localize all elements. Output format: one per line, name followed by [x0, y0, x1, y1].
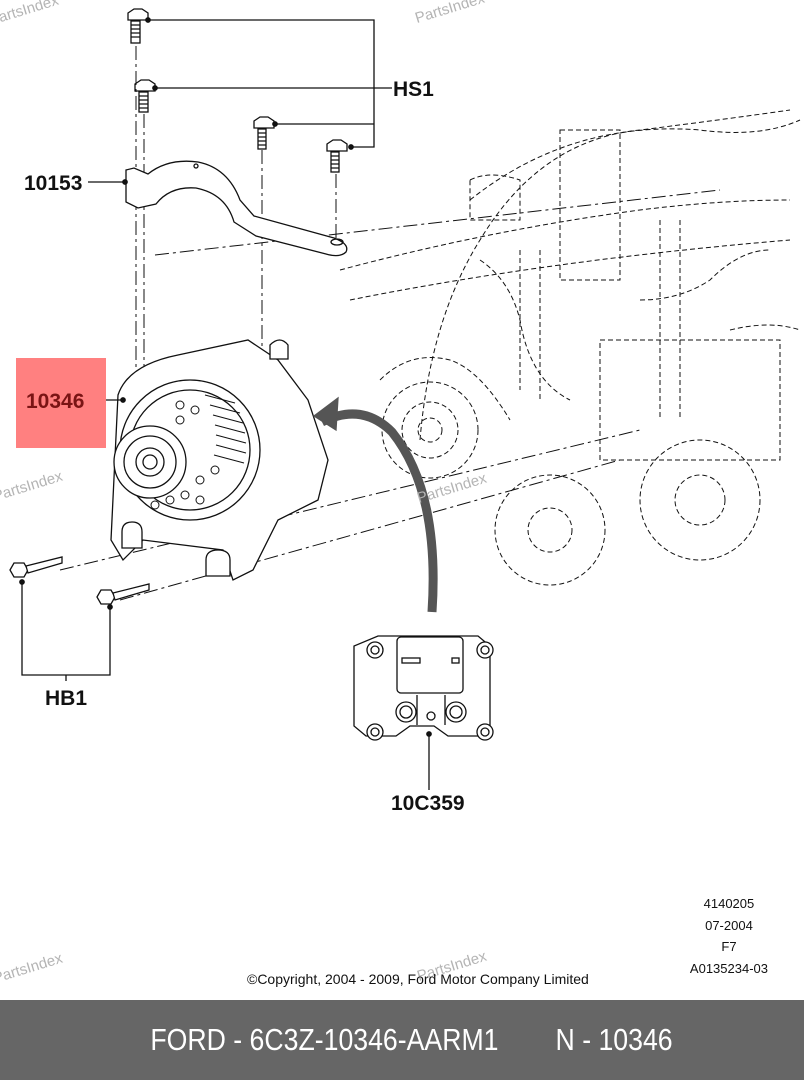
bolt-hs1-2 — [134, 79, 158, 113]
illustration-number: 4140205 — [703, 896, 755, 911]
callout-10153[interactable]: 10153 — [24, 172, 83, 195]
callout-10346[interactable]: 10346 — [26, 390, 85, 413]
bolt-hb1-2 — [96, 583, 150, 610]
illustration-reference: A0135234-03 — [689, 960, 768, 976]
bolt-hb1-1 — [9, 556, 63, 585]
connector-location-arrow — [319, 409, 438, 613]
diagram-number-label: N - 10346 — [555, 1022, 673, 1057]
bolt-hs1-1 — [127, 8, 151, 44]
copyright-notice: ©Copyright, 2004 - 2009, Ford Motor Comp… — [247, 971, 589, 987]
part-number-label: FORD - 6C3Z-10346-AARM1 — [149, 1022, 499, 1057]
exploded-parts-diagram — [9, 8, 801, 790]
highlighted-part-box[interactable] — [16, 358, 106, 448]
alternator-10346 — [110, 339, 329, 581]
hb1-leader-lines — [21, 582, 111, 676]
hs1-leader-lines — [148, 19, 392, 148]
bracket-10153 — [125, 160, 348, 257]
engine-outline — [339, 109, 801, 586]
part-number-footer: FORD - 6C3Z-10346-AARM1 N - 10346 — [0, 1000, 804, 1080]
callout-hb1[interactable]: HB1 — [45, 687, 88, 710]
callout-hs1[interactable]: HS1 — [393, 78, 434, 101]
illustration-date: 07-2004 — [705, 917, 753, 933]
illustration-metadata: 4140205 07-2004 F7 A0135234-03 — [690, 893, 768, 979]
illustration-code: F7 — [721, 939, 737, 954]
callout-10c359[interactable]: 10C359 — [391, 792, 465, 815]
connector-10c359 — [353, 635, 494, 741]
bolt-hs1-3 — [253, 116, 278, 150]
bolt-hs1-4 — [326, 139, 354, 173]
